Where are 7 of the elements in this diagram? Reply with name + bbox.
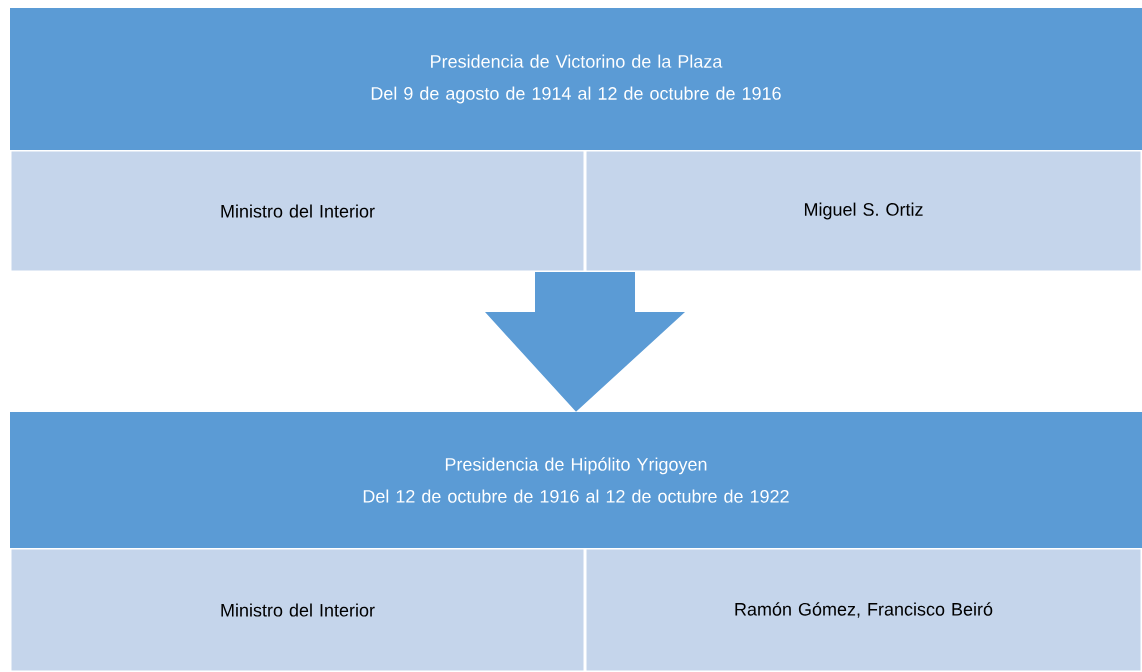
block-arrow: [485, 272, 685, 412]
table-cell: Miguel S. Ortiz: [585, 150, 1142, 272]
header-band: Presidencia de Hipólito Yrigoyen Del 12 de octubre de 1916 al 12 de octubre de 1922: [10, 412, 1142, 548]
table-cell: Ministro del Interior: [10, 548, 585, 672]
header-band: Presidencia de Victorino de la Plaza Del 9 de agosto de 1914 al 12 de octubre de 1916: [10, 8, 1142, 150]
table-cell: Ramón Gómez, Francisco Beiró: [585, 548, 1142, 672]
table-cell: Ministro del Interior: [10, 150, 585, 272]
